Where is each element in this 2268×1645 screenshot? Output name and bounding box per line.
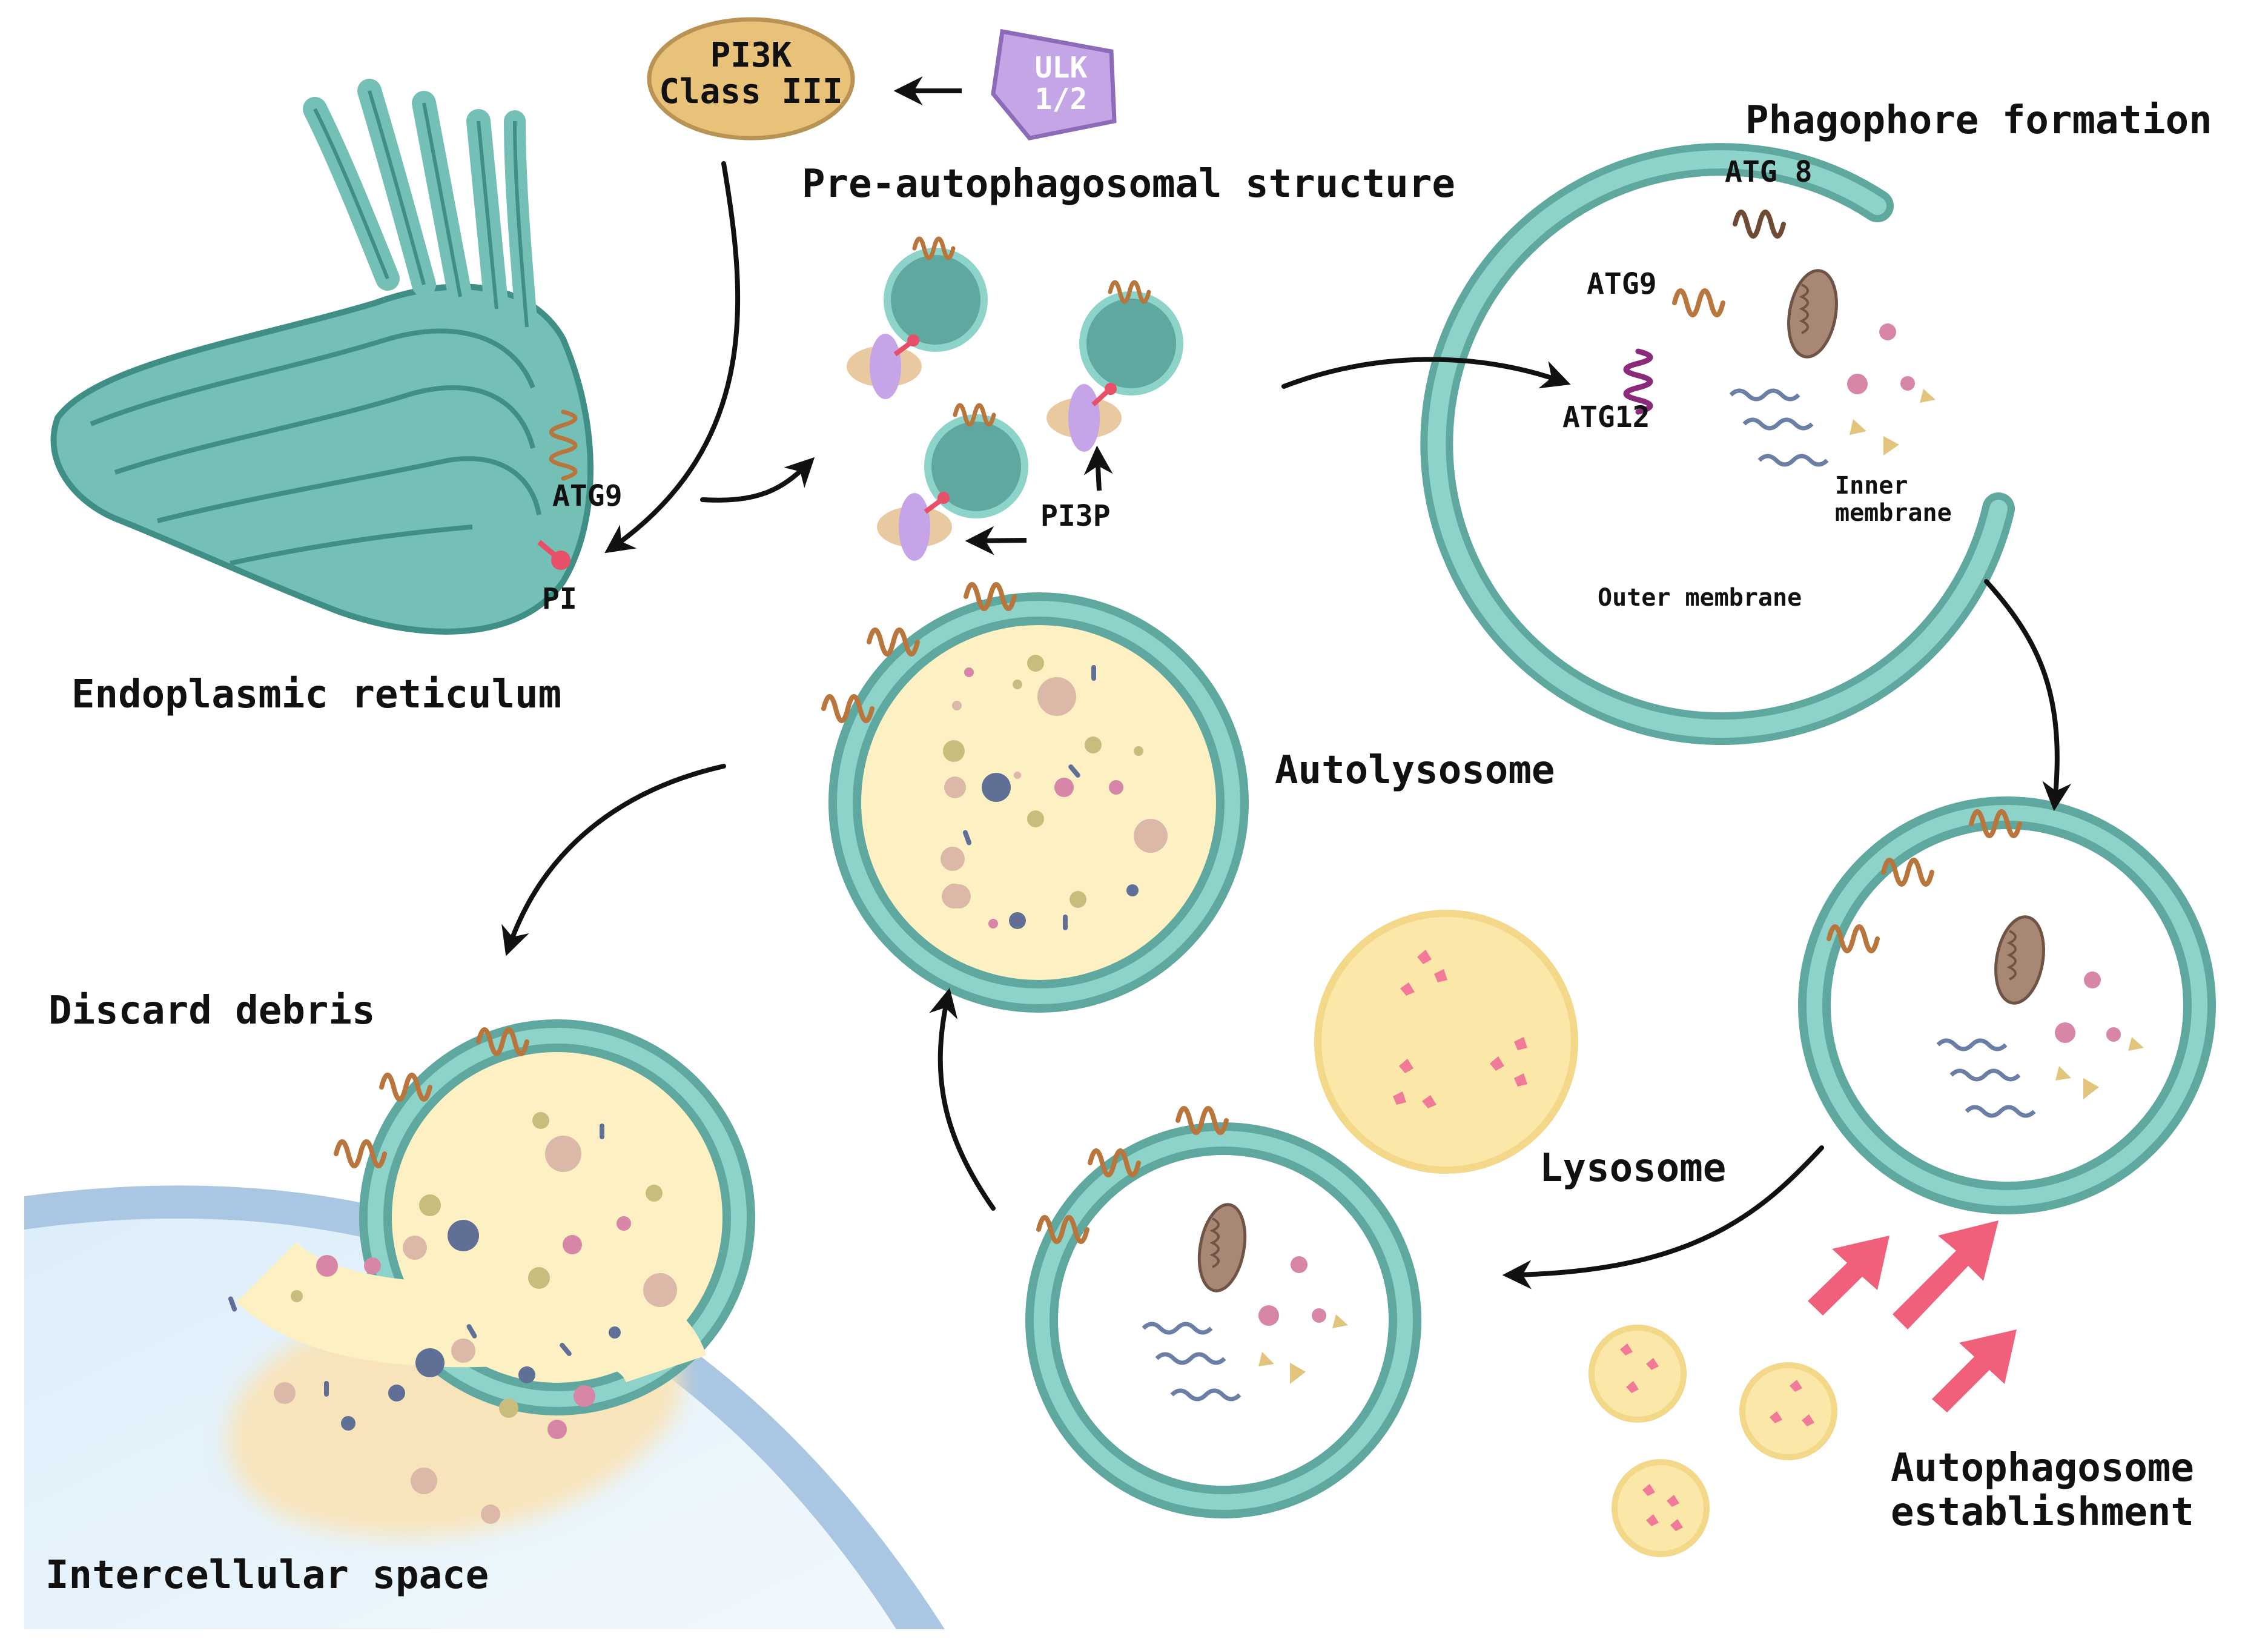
arrow-pi3p-up — [1083, 445, 1113, 491]
outer-membrane-label: Outer membrane — [1598, 584, 1802, 612]
autophagosome-label-line2: establishment — [1891, 1490, 2194, 1535]
fusing-autophagosome — [1025, 1106, 1421, 1518]
pink-arrow — [1893, 1220, 1999, 1329]
ulk-label-line2: 1/2 — [1035, 82, 1088, 116]
arrow-autophagosome-to-fusion — [1502, 1145, 1824, 1289]
ulk-label-line1: ULK — [1035, 51, 1088, 85]
pre-autophagosomal-label: Pre-autophagosomal structure — [802, 162, 1455, 207]
pink-arrow — [1808, 1236, 1889, 1316]
inner-membrane-label-line2: membrane — [1835, 499, 1952, 527]
ulk-1-2 — [991, 28, 1117, 141]
pre-autophagosomal-vesicle — [847, 236, 988, 399]
pi3k-class-iii — [647, 17, 855, 141]
atg12-label: ATG12 — [1562, 400, 1650, 434]
arrow-pi3k-to-er — [604, 161, 741, 554]
phagophore — [1420, 143, 2015, 746]
mitochondrion — [1787, 269, 1838, 359]
pi-lipid-er — [537, 540, 570, 570]
pi-label: PI — [542, 582, 577, 616]
arrow-pi3p-left — [965, 526, 1027, 555]
atg9-phagophore-label: ATG9 — [1587, 267, 1657, 301]
pi3p-label: PI3P — [1040, 499, 1111, 533]
pink-arrow — [1932, 1329, 2017, 1412]
autophagosome-label-line1: Autophagosome — [1891, 1446, 2194, 1491]
arrow-to-phagophore — [1281, 357, 1571, 389]
pi3k-label-line2: Class III — [659, 72, 842, 111]
endoplasmic-reticulum-label: Endoplasmic reticulum — [71, 672, 561, 717]
inner-membrane-label-line1: Inner — [1835, 472, 1908, 500]
pre-autophagosomal-vesicle — [877, 403, 1028, 561]
small-lysosome — [1739, 1362, 1837, 1460]
autolysosome — [821, 582, 1249, 1013]
intercellular-space-label: Intercellular space — [45, 1553, 489, 1598]
arrow-fusion-to-autolysosome — [929, 987, 996, 1211]
discard-debris-vesicle — [228, 1019, 755, 1536]
pi3k-label-line1: PI3K — [710, 36, 792, 75]
pre-autophagosomal-vesicle — [1046, 280, 1183, 452]
endoplasmic-reticulum — [50, 79, 593, 635]
small-lysosome — [1612, 1459, 1710, 1557]
small-lysosome — [1589, 1325, 1687, 1423]
lysosome-label: Lysosome — [1539, 1146, 1726, 1191]
arrow-er-to-pre-autophagosomal — [700, 457, 815, 503]
arrow-autolysosome-to-debris — [501, 764, 726, 956]
arrow-phagophore-to-autophagosome — [1984, 579, 2072, 812]
atg8-label: ATG 8 — [1725, 155, 1813, 189]
discard-debris-label: Discard debris — [48, 988, 375, 1033]
phagophore-formation-label: Phagophore formation — [1745, 98, 2212, 143]
atg9-er-label: ATG9 — [552, 479, 623, 513]
lysosome — [1314, 910, 1578, 1174]
atg9-coil-er — [549, 409, 578, 481]
autolysosome-label: Autolysosome — [1275, 748, 1555, 793]
autophagosome — [1798, 796, 2216, 1214]
